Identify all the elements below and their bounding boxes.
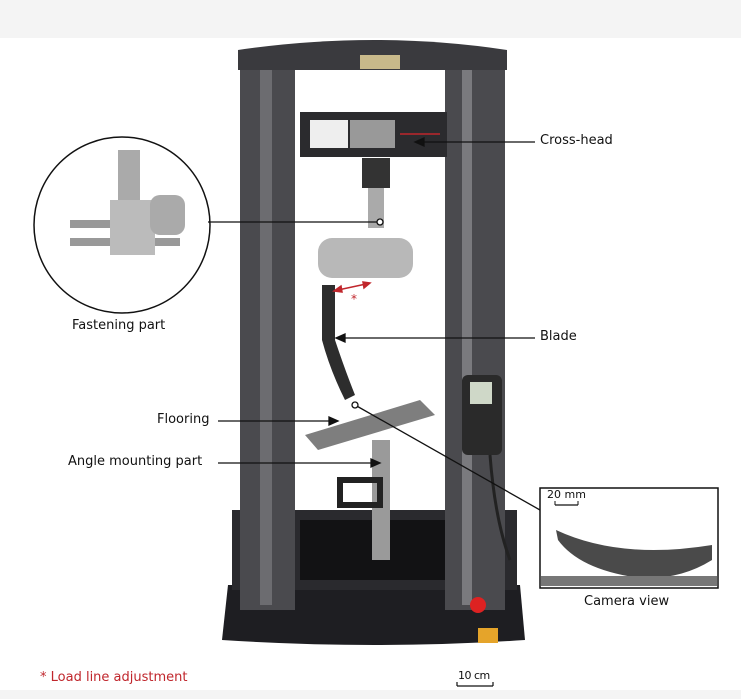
load-line-adjustment-note: * Load line adjustment — [40, 670, 188, 685]
flooring-label: Flooring — [157, 412, 210, 427]
right-column — [445, 50, 505, 610]
leader-lines — [208, 136, 541, 511]
scale-bar-main-label: 10 cm — [458, 669, 490, 682]
scale-bar-camera-label: 20 mm — [547, 488, 586, 501]
cross-head-label: Cross-head — [540, 133, 613, 148]
load-line-arrow — [332, 281, 372, 293]
blade-label: Blade — [540, 329, 577, 344]
fastening-fixture — [318, 238, 413, 278]
angle-mounting-part-label: Angle mounting part — [68, 454, 203, 469]
flooring-plate — [305, 400, 435, 450]
load-line-star-marker: * — [351, 292, 357, 306]
camera-view-label: Camera view — [584, 594, 670, 609]
fastening-part-label: Fastening part — [72, 318, 166, 333]
scale-bar-10cm — [456, 682, 494, 687]
camera-blade — [556, 530, 712, 579]
blade — [322, 285, 355, 400]
